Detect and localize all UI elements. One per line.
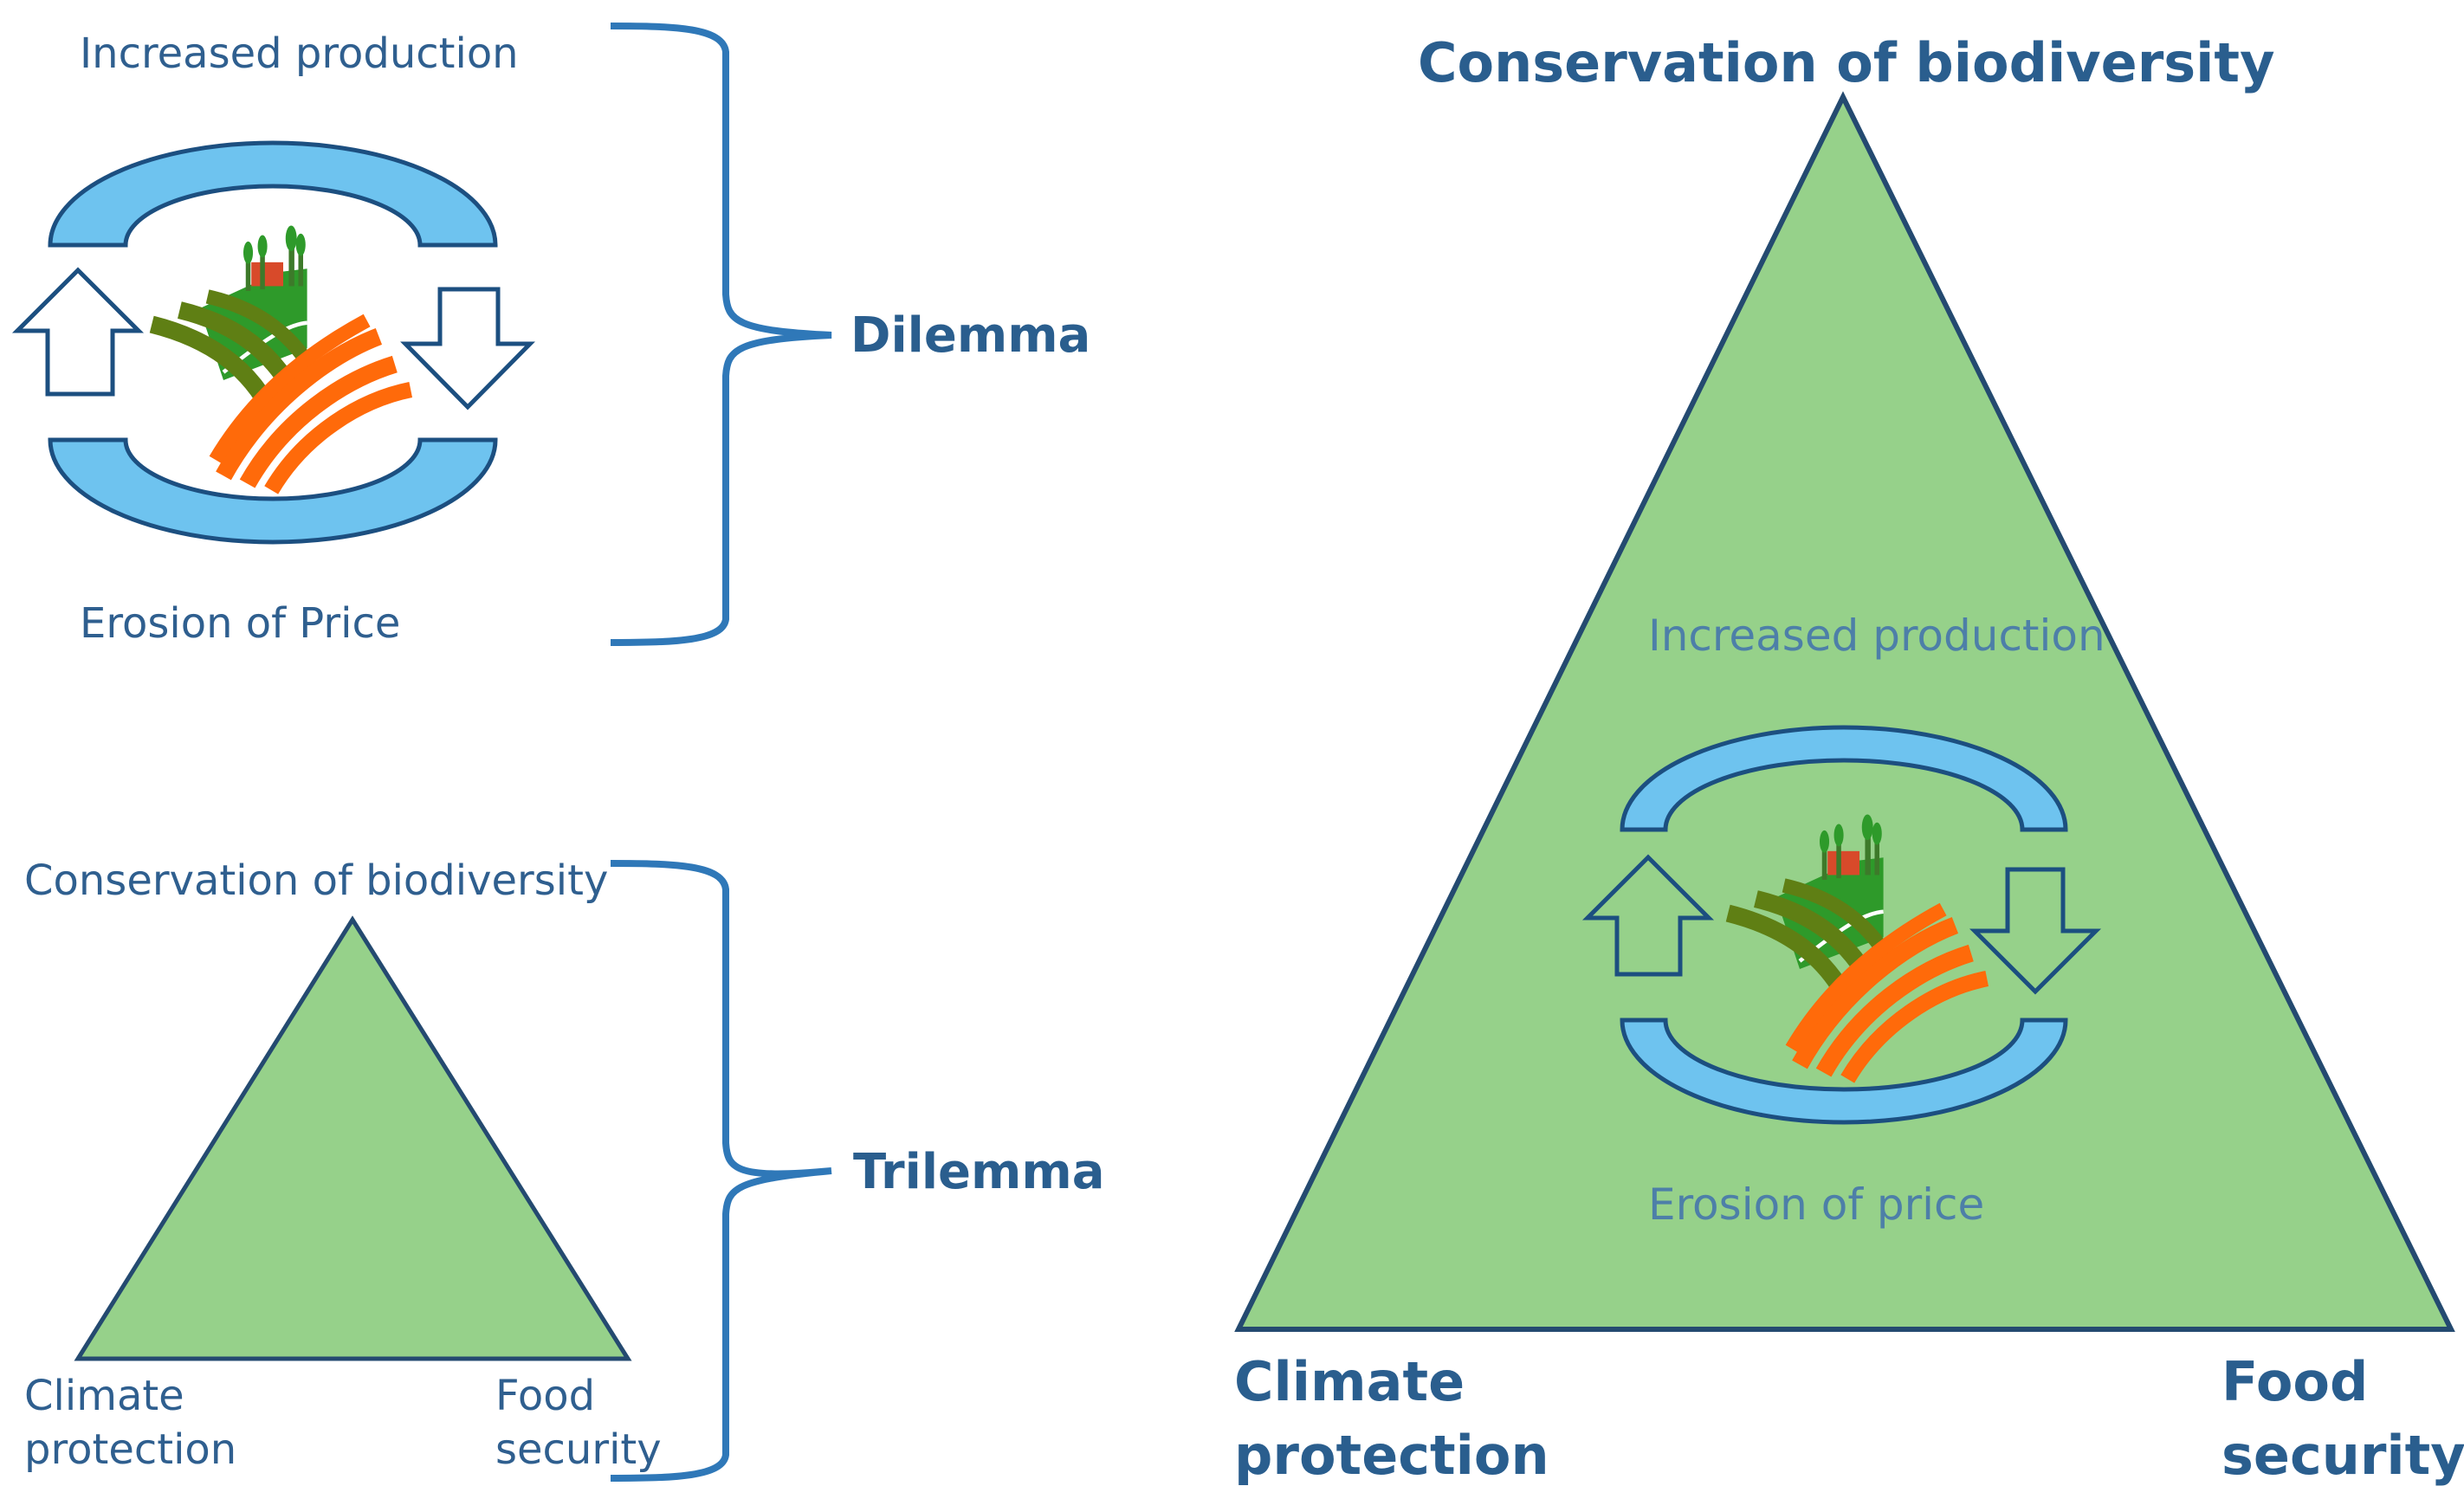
dilemma-down-arrow-icon xyxy=(400,287,535,410)
combined-inner-top-label: Increased production xyxy=(1648,611,2105,661)
trilemma-right-label-line2: security xyxy=(495,1425,662,1474)
trilemma-brace-label: Trilemma xyxy=(853,1144,1105,1200)
combined-left-label-line2: protection xyxy=(1234,1424,1549,1487)
dilemma-up-arrow-icon xyxy=(11,267,145,397)
combined-inner-bottom-label: Erosion of price xyxy=(1648,1179,1984,1230)
dilemma-top-arc-icon xyxy=(48,140,498,248)
trilemma-left-label-line2: protection xyxy=(24,1425,236,1474)
trilemma-group: Conservation of biodiversity Climate pro… xyxy=(24,856,1105,1482)
dilemma-brace-label: Dilemma xyxy=(850,307,1090,364)
combined-bottom-arc-icon xyxy=(1620,1018,2068,1125)
trilemma-left-label-line1: Climate xyxy=(24,1372,184,1420)
combined-right-label-line2: security xyxy=(2221,1424,2464,1487)
combined-up-arrow-icon xyxy=(1581,854,1715,977)
trilemma-right-label-line1: Food xyxy=(495,1372,595,1420)
dilemma-top-label: Increased production xyxy=(80,29,519,78)
combined-right-label-line1: Food xyxy=(2221,1350,2368,1413)
trilemma-curly-brace-icon xyxy=(610,860,832,1482)
trilemma-top-label: Conservation of biodiversity xyxy=(24,856,608,905)
combined-left-label-line1: Climate xyxy=(1234,1350,1465,1413)
combined-group: Conservation of biodiversity Increased p… xyxy=(1234,31,2464,1487)
dilemma-landscape-icon xyxy=(152,226,411,490)
dilemma-bottom-arc-icon xyxy=(48,437,498,545)
dilemma-bottom-label: Erosion of Price xyxy=(80,599,400,648)
trilemma-triangle xyxy=(74,915,632,1361)
dilemma-curly-brace-icon xyxy=(610,23,832,646)
combined-triangle xyxy=(1234,91,2455,1332)
dilemma-group: Increased production Erosion of Price Di… xyxy=(11,23,1090,648)
combined-top-arc-icon xyxy=(1620,725,2068,832)
combined-top-label: Conservation of biodiversity xyxy=(1418,31,2275,94)
combined-down-arrow-icon xyxy=(1969,867,2102,995)
